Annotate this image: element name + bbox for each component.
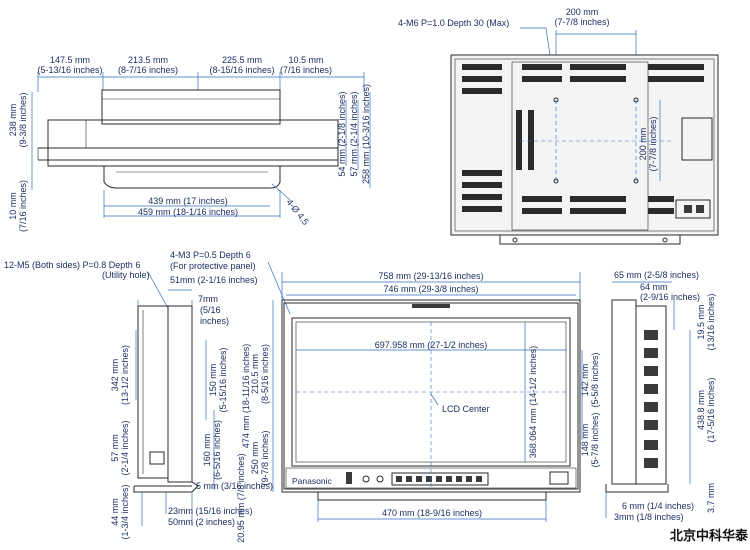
dim-200-v-in: (7-7/8 inches)	[648, 116, 658, 171]
dim-19-in: (13/16 inches)	[706, 293, 716, 350]
dim-200-v: 200 mm	[638, 128, 648, 161]
dim-150-in: (5-15/16 inches)	[218, 347, 228, 412]
front-buttons	[396, 476, 482, 482]
dim-5: 5 mm (3/16 inches)	[196, 481, 273, 491]
dim-3: 3mm (1/8 inches)	[614, 512, 684, 522]
dim-238-in: (9-3/8 inches)	[18, 92, 28, 147]
dim-147-in: (5-13/16 inches)	[37, 65, 102, 75]
dim-54: 54 mm (2-1/8 inches)	[337, 91, 347, 176]
dim-142: 142 mm	[580, 364, 590, 397]
dim-23: 23mm (15/16 inches)	[168, 506, 253, 516]
dim-148-in: (5-7/8 inches)	[590, 412, 600, 467]
dim-470: 470 mm (18-9/16 inches)	[382, 508, 482, 518]
front-view: 4-M3 P=0.5 Depth 6 (For protective panel…	[170, 250, 600, 543]
dim-51: 51mm (2-1/16 inches)	[170, 275, 258, 285]
dim-3-7: 3.7 mm	[706, 483, 716, 513]
dim-200-h: 200 mm	[566, 7, 599, 17]
dim-148: 148 mm	[580, 424, 590, 457]
dim-238: 238 mm	[8, 104, 18, 137]
dim-459: 459 mm (18-1/16 inches)	[138, 207, 238, 217]
dim-7-in: (5/16	[200, 305, 221, 315]
dim-64-in: (2-9/16 inches)	[640, 292, 700, 302]
dim-6: 6 mm (1/4 inches)	[622, 501, 694, 511]
dim-65: 65 mm (2-5/8 inches)	[614, 270, 699, 280]
m6-label: 4-M6 P=1.0 Depth 30 (Max)	[398, 18, 509, 28]
dim-10-in: (7/16 inches)	[18, 180, 28, 232]
m3-note: (For protective panel)	[170, 261, 256, 271]
dim-142-in: (5-5/8 inches)	[590, 352, 600, 407]
dim-19: 19.5 mm	[696, 304, 706, 339]
brand-logo: Panasonic	[292, 476, 332, 486]
watermark-text: 北京中科华泰	[670, 528, 749, 544]
dim-438-in: (17-5/16 inches)	[706, 377, 716, 442]
dim-250: 250 mm	[250, 442, 260, 475]
m5-note: (Utility hole)	[102, 270, 150, 280]
dim-10-5-in: (7/16 inches)	[280, 65, 332, 75]
dim-438: 438.8 mm	[696, 390, 706, 430]
dim-250-in: (9-7/8 inches)	[260, 430, 270, 485]
dim-150: 150 mm	[208, 364, 218, 397]
dim-225-in: (8-15/16 inches)	[209, 65, 274, 75]
rear-view: 4-M6 P=1.0 Depth 30 (Max) 200 mm (7-7/8 …	[398, 7, 719, 245]
m5-label: 12-M5 (Both sides) P=0.8 Depth 6	[4, 260, 140, 270]
top-view: 147.5 mm (5-13/16 inches) 213.5 mm (8-7/…	[8, 55, 371, 232]
dim-746: 746 mm (29-3/8 inches)	[383, 284, 478, 294]
dim-342: 342 mm	[110, 359, 120, 392]
dim-200-h-in: (7-7/8 inches)	[554, 17, 609, 27]
m3-label: 4-M3 P=0.5 Depth 6	[170, 250, 251, 260]
dim-64: 64 mm	[640, 282, 668, 292]
dim-20: 20.95 mm (7/8 inches)	[236, 453, 246, 543]
rear-vent-grilles	[462, 64, 704, 214]
left-side-view: 12-M5 (Both sides) P=0.8 Depth 6 (Utilit…	[4, 260, 273, 540]
dim-439: 439 mm (17 inches)	[148, 196, 228, 206]
dim-368: 368.064 mm (14-1/2 inches)	[528, 346, 538, 459]
dim-698: 697.958 mm (27-1/2 inches)	[375, 340, 488, 350]
dim-160: 160 mm	[202, 434, 212, 467]
dim-phi: 4-Ø 4.5	[284, 197, 310, 227]
dim-50: 50mm (2 inches)	[168, 517, 235, 527]
dim-160-in: (6-5/16 inches)	[212, 420, 222, 480]
dim-474: 474 mm (18-11/16 inches)	[241, 344, 251, 448]
dim-57-side: 57 mm	[110, 434, 120, 462]
dim-57-side-in: (2-1/4 inches)	[120, 420, 130, 475]
dim-10: 10 mm	[8, 192, 18, 220]
dim-7-in2: inches)	[200, 316, 229, 326]
dim-213-in: (8-7/16 inches)	[118, 65, 178, 75]
dim-258: 258 mm (10-3/16 inches)	[361, 84, 371, 184]
right-side-view: 65 mm (2-5/8 inches) 64 mm (2-9/16 inche…	[605, 270, 716, 522]
rear-connectors	[644, 330, 658, 468]
dim-57: 57 mm (2-1/4 inches)	[349, 91, 359, 176]
dim-210: 210.5 mm	[250, 354, 260, 394]
dim-225: 225.5 mm	[222, 55, 262, 65]
dim-10-5: 10.5 mm	[288, 55, 323, 65]
dim-213: 213.5 mm	[128, 55, 168, 65]
dim-44-in: (1-3/4 inches)	[120, 484, 130, 539]
lcd-center-label: LCD Center	[442, 404, 490, 414]
dim-342-in: (13-1/2 inches)	[120, 345, 130, 405]
dim-210-in: (8-5/16 inches)	[260, 344, 270, 404]
dim-7: 7mm	[198, 294, 218, 304]
dim-147: 147.5 mm	[50, 55, 90, 65]
dim-758: 758 mm (29-13/16 inches)	[378, 271, 483, 281]
dim-44: 44 mm	[110, 498, 120, 526]
